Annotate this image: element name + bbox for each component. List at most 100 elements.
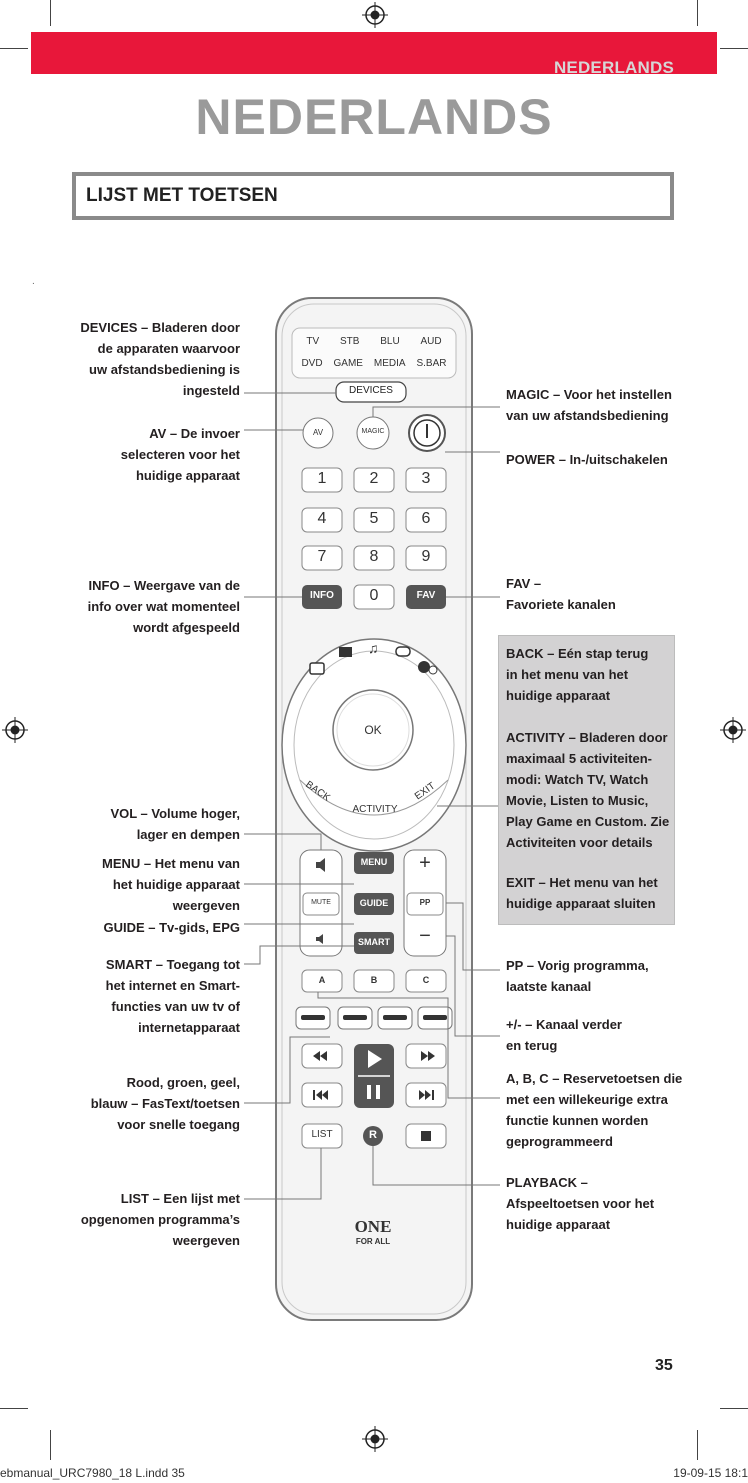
digit-9[interactable]: 9 — [421, 548, 431, 565]
digit-button-2 — [353, 467, 395, 493]
device-sbar[interactable]: S.BAR — [416, 358, 447, 369]
digit-5[interactable]: 5 — [369, 510, 379, 527]
registration-mark-icon — [362, 1426, 388, 1452]
device-panel — [291, 327, 457, 379]
label-devices: DEVICES – Bladeren door de apparaten waa… — [80, 320, 240, 398]
menu-button — [354, 852, 394, 874]
ok-button-label[interactable]: OK — [364, 723, 382, 737]
digit-6[interactable]: 6 — [421, 510, 431, 527]
digit-4[interactable]: 4 — [317, 510, 327, 527]
digit-button-1 — [301, 467, 343, 493]
ok-button — [332, 689, 414, 771]
a-button — [301, 969, 343, 993]
c-button-label[interactable]: C — [422, 975, 430, 985]
info-button-label[interactable]: INFO — [310, 590, 334, 601]
device-tv[interactable]: TV — [306, 336, 320, 347]
av-button-label[interactable]: AV — [312, 428, 324, 437]
skip-back-icon — [313, 1090, 328, 1100]
device-row-1: TV STB BLU AUD — [296, 336, 452, 347]
label-magic: MAGIC – Voor het instellen van uw afstan… — [506, 387, 672, 423]
back-activity-exit-box — [498, 635, 675, 925]
crop-mark — [50, 1430, 51, 1460]
label-guide: GUIDE – Tv-gids, EPG — [103, 920, 240, 935]
devices-button — [335, 381, 407, 403]
label-activity: ACTIVITY – Bladeren door maximaal 5 acti… — [506, 730, 670, 850]
digit-3[interactable]: 3 — [421, 470, 431, 487]
crop-mark — [697, 0, 698, 26]
play-icon — [368, 1050, 382, 1068]
digit-7[interactable]: 7 — [317, 548, 327, 565]
crop-mark — [720, 48, 748, 49]
b-button-label[interactable]: B — [370, 975, 378, 985]
crop-mark — [0, 1408, 28, 1409]
label-plus-minus: +/- – Kanaal verder en terug — [506, 1017, 622, 1053]
label-smart: SMART – Toegang tot het internet en Smar… — [105, 957, 240, 1035]
digit-2[interactable]: 2 — [369, 470, 379, 487]
footer-date: 19-09-15 18:1 — [673, 1466, 748, 1480]
movie-icon — [339, 647, 352, 657]
device-blu[interactable]: BLU — [380, 336, 400, 347]
label-list: LIST – Een lijst met opgenomen programma… — [80, 1191, 240, 1248]
label-exit: EXIT – Het menu van het huidige apparaat… — [506, 875, 658, 911]
label-pp: PP – Vorig programma, laatste kanaal — [506, 958, 649, 994]
b-button — [353, 969, 395, 993]
section-header: LIJST MET TOETSEN — [72, 172, 674, 220]
digit-button-7 — [301, 545, 343, 571]
digit-button-4 — [301, 507, 343, 533]
device-game[interactable]: GAME — [333, 358, 363, 369]
digit-8[interactable]: 8 — [369, 548, 379, 565]
registration-mark-icon — [2, 717, 28, 743]
brand-logo-line2: FOR ALL — [355, 1237, 391, 1246]
guide-button-label[interactable]: GUIDE — [359, 898, 389, 908]
label-playback: PLAYBACK – Afspeeltoetsen voor het huidi… — [506, 1175, 655, 1232]
header-bar — [31, 32, 717, 74]
section-title: LIJST MET TOETSEN — [76, 176, 670, 216]
registration-mark-icon — [362, 2, 388, 28]
device-stb[interactable]: STB — [339, 336, 360, 347]
skip-forward-icon — [419, 1090, 434, 1100]
digit-button-0 — [353, 584, 395, 610]
pp-button-label[interactable]: PP — [419, 898, 431, 907]
devices-button-label[interactable]: DEVICES — [349, 385, 393, 396]
av-button — [302, 417, 334, 449]
brand-logo-line1: ONE — [354, 1217, 392, 1236]
channel-down-label[interactable]: − — [419, 925, 431, 947]
c-button — [405, 969, 447, 993]
pause-icon — [367, 1085, 371, 1099]
channel-up-label[interactable]: + — [419, 852, 431, 874]
power-icon — [413, 419, 441, 447]
guide-button — [354, 893, 394, 915]
magic-button-label[interactable]: MAGIC — [361, 428, 385, 435]
crop-mark — [50, 0, 51, 26]
footer-file: ebmanual_URC7980_18 L.indd 35 — [0, 1466, 185, 1480]
digit-1[interactable]: 1 — [317, 470, 327, 487]
device-media[interactable]: MEDIA — [373, 358, 406, 369]
activity-arc-label[interactable]: ACTIVITY — [352, 804, 398, 815]
fav-button-label[interactable]: FAV — [416, 590, 436, 601]
digit-button-8 — [353, 545, 395, 571]
menu-button-label[interactable]: MENU — [360, 857, 388, 867]
mute-button-label[interactable]: MUTE — [311, 899, 331, 906]
label-info: INFO – Weergave van de info over wat mom… — [87, 578, 240, 635]
digit-button-3 — [405, 467, 447, 493]
digit-button-9 — [405, 545, 447, 571]
digit-0[interactable]: 0 — [369, 587, 379, 604]
fav-button — [406, 585, 446, 609]
record-button-label[interactable]: R — [369, 1129, 377, 1141]
list-button-label[interactable]: LIST — [311, 1129, 333, 1140]
language-tab: NEDERLANDS — [553, 58, 674, 77]
device-aud[interactable]: AUD — [420, 336, 442, 347]
tv-icon — [309, 662, 325, 675]
registration-mark-icon — [720, 717, 746, 743]
device-dvd[interactable]: DVD — [301, 358, 323, 369]
page-number: 35 — [655, 1357, 673, 1374]
label-back: BACK – Eén stap terug in het menu van he… — [506, 646, 649, 703]
volume-down-icon — [316, 934, 323, 944]
crop-mark — [720, 1408, 748, 1409]
pp-button — [406, 892, 444, 916]
game-icon — [395, 646, 411, 657]
smart-button-label[interactable]: SMART — [358, 937, 390, 947]
a-button-label[interactable]: A — [318, 975, 326, 985]
label-av: AV – De invoer selecteren voor het huidi… — [120, 426, 240, 483]
